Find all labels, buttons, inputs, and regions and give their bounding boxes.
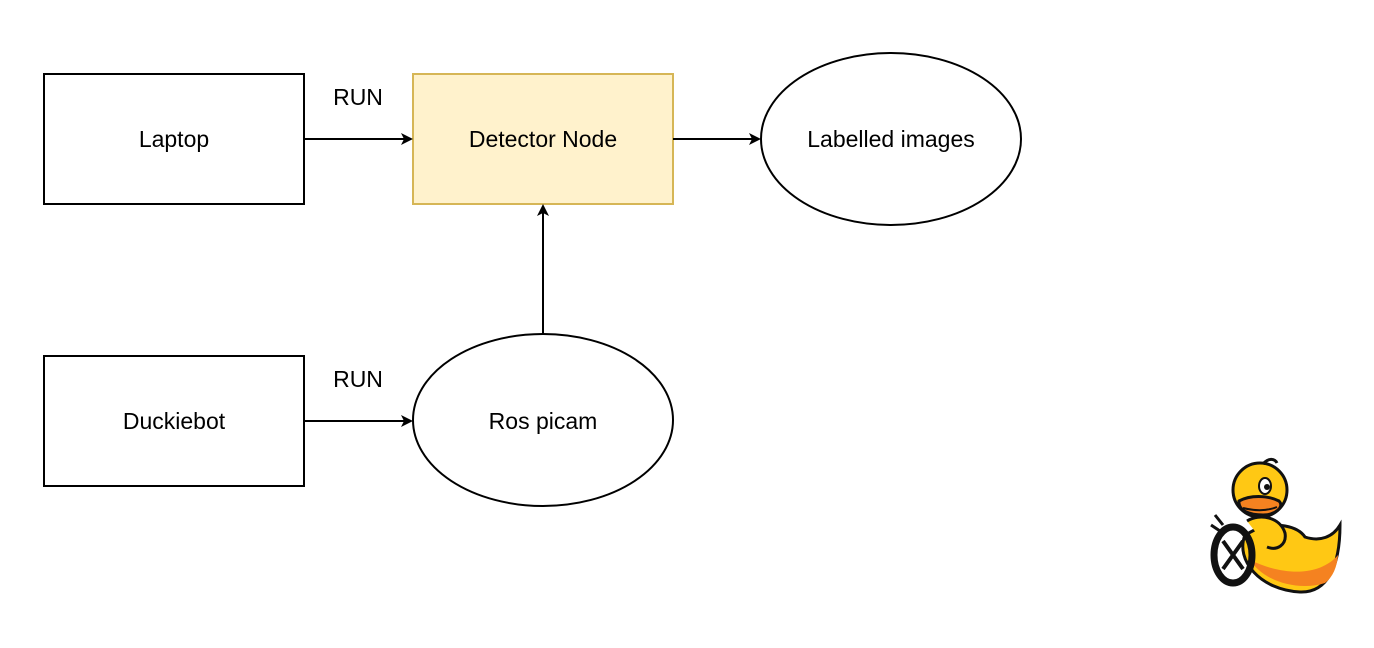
detector-node: Detector Node — [412, 73, 674, 205]
ros-picam-node: Ros picam — [412, 333, 674, 507]
edge-laptop-run-label: RUN — [333, 84, 383, 110]
ros-picam-label: Ros picam — [489, 408, 598, 434]
laptop-node: Laptop — [43, 73, 305, 205]
duckietown-duck-logo — [1210, 457, 1342, 594]
duckiebot-node: Duckiebot — [43, 355, 305, 487]
laptop-label: Laptop — [139, 126, 209, 152]
labelled-images-label: Labelled images — [807, 126, 975, 152]
labelled-images-node: Labelled images — [760, 52, 1022, 226]
duckiebot-label: Duckiebot — [123, 408, 226, 434]
edge-duckiebot-run-label: RUN — [333, 366, 383, 392]
detector-node-label: Detector Node — [469, 126, 617, 152]
